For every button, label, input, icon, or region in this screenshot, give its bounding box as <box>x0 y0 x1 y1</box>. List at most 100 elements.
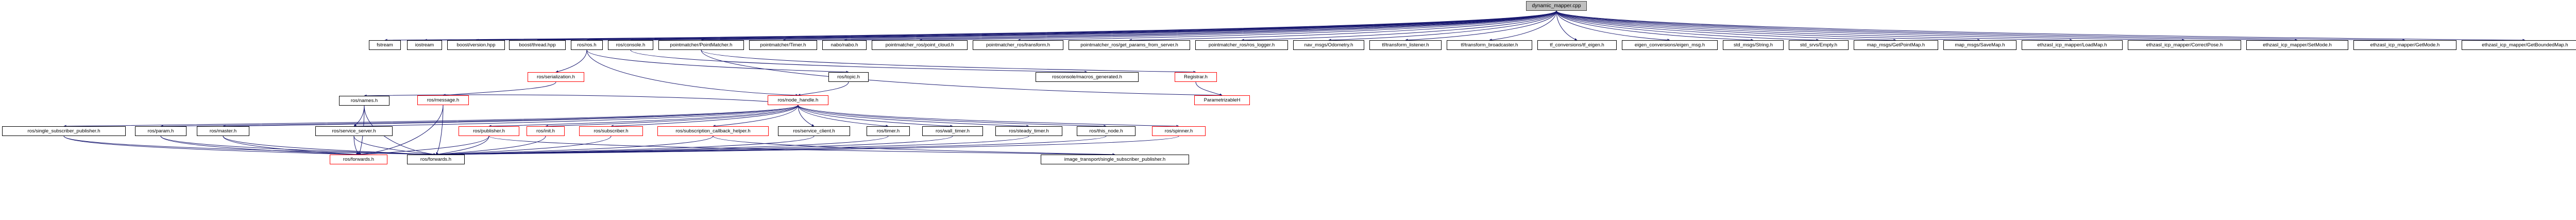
graph-edge <box>160 136 359 156</box>
graph-node-n26[interactable]: ethzasl_icp_mapper/GetMode.h <box>2353 40 2456 50</box>
graph-edge <box>63 136 436 156</box>
graph-node-n0[interactable]: dynamic_mapper.cpp <box>1526 1 1587 11</box>
graph-node-n40[interactable]: ros/publisher.h <box>459 126 519 136</box>
graph-node-n19[interactable]: std_msgs/String.h <box>1723 40 1784 50</box>
graph-node-n22[interactable]: map_msgs/SaveMap.h <box>1943 40 2016 50</box>
graph-node-n41[interactable]: ros/init.h <box>527 126 565 136</box>
graph-node-n13[interactable]: pointmatcher_ros/ros_logger.h <box>1195 40 1288 50</box>
graph-node-n28[interactable]: ros/serialization.h <box>528 72 584 82</box>
graph-node-n20[interactable]: std_srvs/Empty.h <box>1789 40 1849 50</box>
graph-node-n47[interactable]: ros/steady_timer.h <box>995 126 1062 136</box>
graph-edge <box>1556 10 1754 42</box>
graph-node-n35[interactable]: ros/single_subscriber_publisher.h <box>2 126 126 136</box>
graph-node-n36[interactable]: ros/param.h <box>135 126 187 136</box>
graph-node-label: ros/master.h <box>209 128 237 134</box>
graph-node-label: iostream <box>415 42 434 48</box>
graph-edge <box>358 136 489 156</box>
graph-node-label: ros/node_handle.h <box>777 97 819 103</box>
graph-node-n52[interactable]: image_transport/single_subscriber_publis… <box>1041 155 1189 164</box>
graph-edge <box>223 136 436 156</box>
graph-edge <box>1556 10 2526 42</box>
graph-edge <box>798 81 849 96</box>
graph-edge <box>1195 81 1223 96</box>
graph-edge <box>1405 10 1557 42</box>
graph-node-label: ethzasl_icp_mapper/SetMode.h <box>2263 42 2332 48</box>
graph-edge <box>353 105 799 128</box>
graph-node-n11[interactable]: pointmatcher_ros/transform.h <box>973 40 1063 50</box>
graph-edge <box>435 136 1179 156</box>
graph-edge <box>1556 10 2298 42</box>
graph-node-n51[interactable]: ros/forwards.h <box>407 155 465 164</box>
graph-node-n37[interactable]: ros/master.h <box>197 126 249 136</box>
graph-node-n4[interactable]: boost/thread.hpp <box>509 40 566 50</box>
graph-node-n1[interactable]: fstream <box>369 40 401 50</box>
graph-node-n27[interactable]: ethzasl_icp_mapper/GetBoundedMap.h <box>2462 40 2576 50</box>
graph-edge <box>798 105 815 127</box>
graph-node-n18[interactable]: eigen_conversions/eigen_msg.h <box>1622 40 1718 50</box>
graph-node-label: nav_msgs/Odometry.h <box>1304 42 1353 48</box>
graph-node-n43[interactable]: ros/subscription_callback_helper.h <box>657 126 769 136</box>
graph-node-n24[interactable]: ethzasl_icp_mapper/CorrectPose.h <box>2128 40 2241 50</box>
graph-edge <box>713 105 799 128</box>
graph-edge <box>435 136 612 156</box>
graph-node-n33[interactable]: ros/node_handle.h <box>768 95 828 105</box>
graph-node-label: fstream <box>377 42 393 48</box>
graph-node-label: map_msgs/SaveMap.h <box>1955 42 2005 48</box>
graph-node-n2[interactable]: iostream <box>407 40 442 50</box>
graph-node-n10[interactable]: pointmatcher_ros/point_cloud.h <box>872 40 968 50</box>
graph-edge <box>798 105 1179 128</box>
graph-node-label: ros/single_subscriber_publisher.h <box>27 128 100 134</box>
graph-edge <box>63 136 359 156</box>
graph-node-n42[interactable]: ros/subscriber.h <box>579 126 643 136</box>
graph-node-n44[interactable]: ros/service_client.h <box>778 126 850 136</box>
graph-edge <box>384 10 1557 42</box>
graph-node-n21[interactable]: map_msgs/GetPointMap.h <box>1854 40 1938 50</box>
graph-node-n17[interactable]: tf_conversions/tf_eigen.h <box>1537 40 1617 50</box>
graph-node-n7[interactable]: pointmatcher/PointMatcher.h <box>658 40 744 50</box>
graph-edge <box>353 136 359 155</box>
graph-node-n3[interactable]: boost/version.hpp <box>447 40 505 50</box>
graph-node-n8[interactable]: pointmatcher/Timer.h <box>749 40 817 50</box>
graph-node-label: Registrar.h <box>1184 74 1208 80</box>
graph-node-n16[interactable]: tf/transform_broadcaster.h <box>1447 40 1532 50</box>
graph-node-n45[interactable]: ros/timer.h <box>867 126 910 136</box>
graph-edge <box>160 136 436 156</box>
graph-node-n14[interactable]: nav_msgs/Odometry.h <box>1293 40 1364 50</box>
graph-node-n34[interactable]: ParametrizableH <box>1194 95 1250 105</box>
graph-node-label: ethzasl_icp_mapper/CorrectPose.h <box>2146 42 2223 48</box>
graph-edge <box>611 105 799 128</box>
graph-node-n9[interactable]: nabo/nabo.h <box>822 40 867 50</box>
graph-edge <box>435 136 546 156</box>
graph-node-n32[interactable]: ros/message.h <box>417 95 469 105</box>
graph-node-n23[interactable]: ethzasl_icp_mapper/LoadMap.h <box>2022 40 2123 50</box>
graph-edge <box>701 49 1223 97</box>
graph-edge <box>1556 10 1578 41</box>
graph-node-n46[interactable]: ros/wall_timer.h <box>922 126 983 136</box>
graph-node-n6[interactable]: ros/console.h <box>608 40 653 50</box>
graph-edge <box>798 105 1029 128</box>
graph-node-n31[interactable]: Registrar.h <box>1175 72 1217 82</box>
graph-edge <box>476 10 1557 42</box>
graph-node-n12[interactable]: pointmatcher_ros/get_params_from_server.… <box>1069 40 1190 50</box>
graph-node-label: ros/serialization.h <box>537 74 575 80</box>
graph-node-n50[interactable]: ros/forwards.h <box>330 155 387 164</box>
graph-edge <box>424 10 1557 42</box>
graph-edge <box>1328 10 1557 42</box>
graph-edge <box>1018 10 1557 42</box>
graph-node-n38[interactable]: ros/names.h <box>339 96 389 106</box>
graph-node-label: ros/service_client.h <box>793 128 835 134</box>
graph-node-n5[interactable]: ros/ros.h <box>571 40 603 50</box>
graph-edge <box>798 105 953 128</box>
graph-node-n30[interactable]: rosconsole/macros_generated.h <box>1036 72 1139 82</box>
graph-node-n29[interactable]: ros/topic.h <box>828 72 869 82</box>
graph-node-n15[interactable]: tf/transform_listener.h <box>1369 40 1442 50</box>
graph-edge <box>586 49 799 97</box>
graph-node-n49[interactable]: ros/spinner.h <box>1152 126 1206 136</box>
graph-node-label: ethzasl_icp_mapper/GetBoundedMap.h <box>2482 42 2568 48</box>
graph-node-label: pointmatcher_ros/ros_logger.h <box>1208 42 1275 48</box>
graph-node-n48[interactable]: ros/this_node.h <box>1077 126 1136 136</box>
graph-node-n39[interactable]: ros/service_server.h <box>315 126 393 136</box>
graph-node-n25[interactable]: ethzasl_icp_mapper/SetMode.h <box>2246 40 2348 50</box>
graph-edge <box>443 81 556 97</box>
